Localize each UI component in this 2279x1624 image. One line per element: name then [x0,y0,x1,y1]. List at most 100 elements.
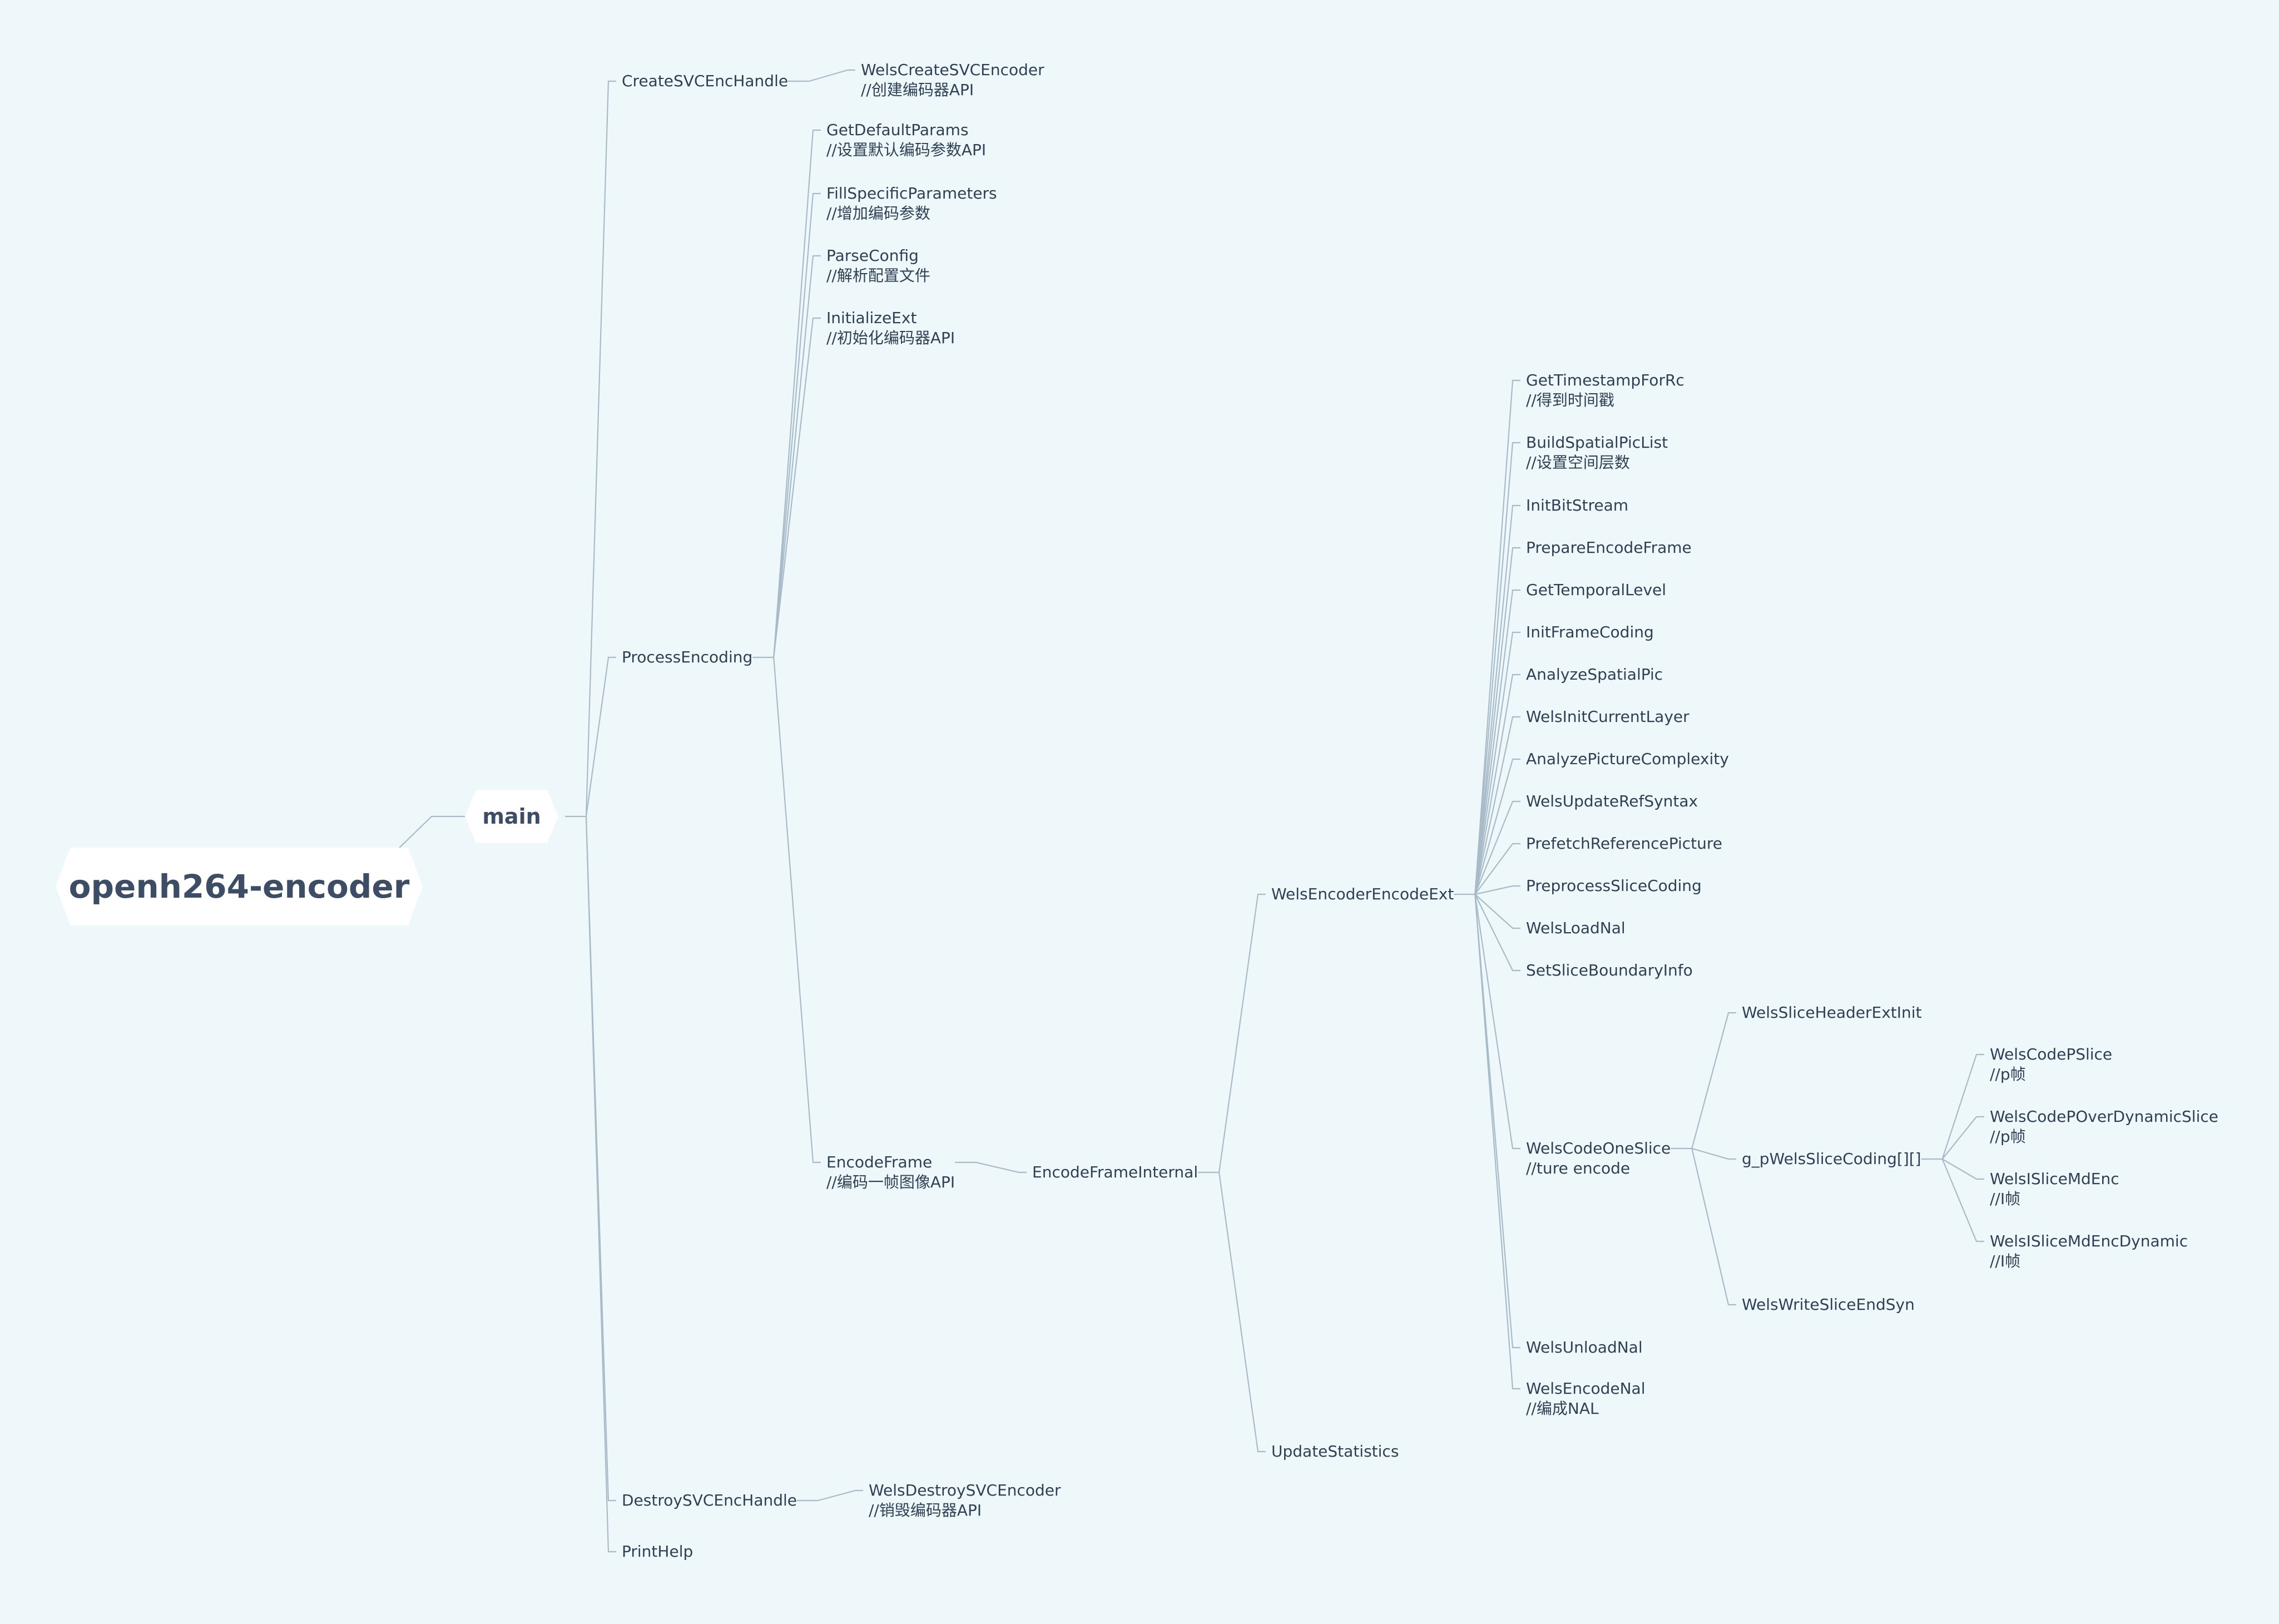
node-comment: //解析配置文件 [826,266,930,285]
node-welswriteslice[interactable]: WelsWriteSliceEndSyn [1742,1295,1915,1315]
edge-welsencoderext-preprocessslice [1475,885,1520,895]
node-buildspatial[interactable]: BuildSpatialPicList//设置空间层数 [1526,433,1668,473]
edge-welsencoderext-welsencodenal [1474,894,1520,1390]
edge-welsencoderext-welsunloadnal [1474,894,1520,1349]
node-title: SetSliceBoundaryInfo [1526,961,1693,979]
node-title: InitFrameCoding [1526,623,1654,641]
node-title: WelsISliceMdEncDynamic [1990,1232,2188,1250]
node-title: WelsCodeOneSlice [1526,1139,1671,1157]
edge-welsencoderext-setsliceboundary [1474,894,1520,972]
node-title: WelsLoadNal [1526,919,1626,937]
node-comment: //ture encode [1526,1159,1631,1177]
edge-main-create [585,80,616,817]
node-welsinitcurrent[interactable]: WelsInitCurrentLayer [1526,707,1690,727]
node-welscodeoneslice[interactable]: WelsCodeOneSlice //ture encode [1526,1138,1671,1179]
edge-create-welscreate [809,69,855,82]
node-title: PrefetchReferencePicture [1526,834,1723,853]
node-title: PrepareEncodeFrame [1526,538,1692,557]
edge-main-printhelp [585,816,616,1553]
edge-destroy-welsdestroy [818,1489,863,1502]
edge-welsencoderext-gettemporal [1474,589,1520,895]
node-comment: //得到时间戳 [1526,391,1614,409]
node-getdefault[interactable]: GetDefaultParams//设置默认编码参数API [826,120,986,160]
node-comment: //销毁编码器API [869,1501,982,1519]
node-title: WelsISliceMdEnc [1990,1170,2119,1188]
node-title: EncodeFrameInternal [1032,1163,1198,1181]
node-analyzecomplexity[interactable]: AnalyzePictureComplexity [1526,749,1729,769]
node-title: WelsWriteSliceEndSyn [1742,1295,1915,1314]
node-welsunloadnal[interactable]: WelsUnloadNal [1526,1338,1643,1358]
node-comment: //I帧 [1990,1190,2021,1208]
node-comment: //增加编码参数 [826,204,930,222]
node-sliceheader[interactable]: WelsSliceHeaderExtInit [1742,1003,1922,1023]
edge-encodeframeinternal-welsencoderext [1218,893,1266,1173]
edge-welsencoderext-gettimestamp [1474,379,1520,895]
node-gettimestamp[interactable]: GetTimestampForRc //得到时间戳 [1526,370,1685,410]
node-title: AnalyzePictureComplexity [1526,750,1729,768]
node-welsdestroy[interactable]: WelsDestroySVCEncoder //销毁编码器API [869,1481,1061,1521]
node-title: InitializeExt [826,309,917,327]
node-title: ParseConfig [826,246,919,265]
node-parseconfig[interactable]: ParseConfig//解析配置文件 [826,246,930,286]
node-title: AnalyzeSpatialPic [1526,665,1663,684]
node-title: WelsEncodeNal [1526,1379,1646,1398]
node-title: g_pWelsSliceCoding[][] [1742,1150,1921,1168]
node-title: UpdateStatistics [1271,1442,1399,1460]
node-welscodepslice[interactable]: WelsCodePSlice//p帧 [1990,1044,2112,1085]
edge-process-parseconfig [773,255,821,658]
node-printhelp[interactable]: PrintHelp [622,1542,693,1562]
node-title: ProcessEncoding [622,648,753,666]
node-comment: //编成NAL [1526,1399,1599,1418]
edge-process-fillspecific [773,192,821,658]
edge-welsencoderext-welsupdateref [1474,800,1520,895]
node-create[interactable]: CreateSVCEncHandle [622,71,788,91]
node-welsloadnal[interactable]: WelsLoadNal [1526,918,1626,938]
node-comment: //I帧 [1990,1252,2021,1270]
edge-welsencoderext-buildspatial [1474,442,1520,895]
node-welscodepover[interactable]: WelsCodePOverDynamicSlice//p帧 [1990,1107,2218,1147]
node-welsencodenal[interactable]: WelsEncodeNal//编成NAL [1526,1379,1645,1419]
node-comment: //初始化编码器API [826,329,955,347]
node-prefetchref[interactable]: PrefetchReferencePicture [1526,834,1722,854]
edge-encodeframeinternal-updatestats [1218,1172,1266,1453]
node-title: InitBitStream [1526,496,1629,514]
node-initext[interactable]: InitializeExt //初始化编码器API [826,308,955,348]
node-initframecoding[interactable]: InitFrameCoding [1526,622,1654,642]
node-title: EncodeFrame [826,1153,933,1171]
node-title: WelsUpdateRefSyntax [1526,792,1698,810]
node-encodeframeinternal[interactable]: EncodeFrameInternal [1032,1162,1198,1182]
node-welsislicemd[interactable]: WelsISliceMdEnc //I帧 [1990,1169,2119,1209]
node-title: WelsCreateSVCEncoder [861,61,1044,79]
edge-process-encodeframe [773,657,821,1163]
node-welsislicemddyn[interactable]: WelsISliceMdEncDynamic //I帧 [1990,1231,2188,1271]
edge-welsencoderext-analyzespatial [1474,674,1520,895]
node-preprocessslice[interactable]: PreprocessSliceCoding [1526,876,1702,896]
node-destroy[interactable]: DestroySVCEncHandle [622,1491,797,1511]
node-title: WelsDestroySVCEncoder [869,1481,1061,1499]
node-analyzespatial[interactable]: AnalyzeSpatialPic [1526,665,1663,685]
node-gpwelsslicecoding[interactable]: g_pWelsSliceCoding[][] [1742,1149,1921,1169]
node-title: WelsInitCurrentLayer [1526,707,1690,726]
node-welscreate[interactable]: WelsCreateSVCEncoder //创建编码器API [861,60,1044,100]
node-initbitstream[interactable]: InitBitStream [1526,496,1628,516]
main-topic[interactable]: main [465,790,558,843]
edge-welsencoderext-initbitstream [1474,504,1520,895]
edge-process-getdefault [773,129,821,658]
node-gettemporal[interactable]: GetTemporalLevel [1526,580,1666,600]
node-setsliceboundary[interactable]: SetSliceBoundaryInfo [1526,960,1693,981]
node-updatestats[interactable]: UpdateStatistics [1271,1442,1399,1462]
edge-gpwelsslicecoding-welsislicemddyn [1941,1158,1984,1242]
node-prepareencode[interactable]: PrepareEncodeFrame [1526,538,1692,558]
node-title: GetTemporalLevel [1526,581,1667,599]
node-title: GetTimestampForRc [1526,371,1685,389]
node-welsencoderext[interactable]: WelsEncoderEncodeExt [1271,884,1454,904]
node-process[interactable]: ProcessEncoding [622,647,752,667]
node-welsupdateref[interactable]: WelsUpdateRefSyntax [1526,791,1698,811]
node-fillspecific[interactable]: FillSpecificParameters//增加编码参数 [826,184,997,224]
node-comment: //创建编码器API [861,81,974,99]
node-comment: //编码一帧图像API [826,1173,955,1191]
node-comment: //p帧 [1990,1127,2026,1146]
root-topic[interactable]: openh264-encoder [56,848,423,925]
node-encodeframe[interactable]: EncodeFrame //编码一帧图像API [826,1152,955,1192]
